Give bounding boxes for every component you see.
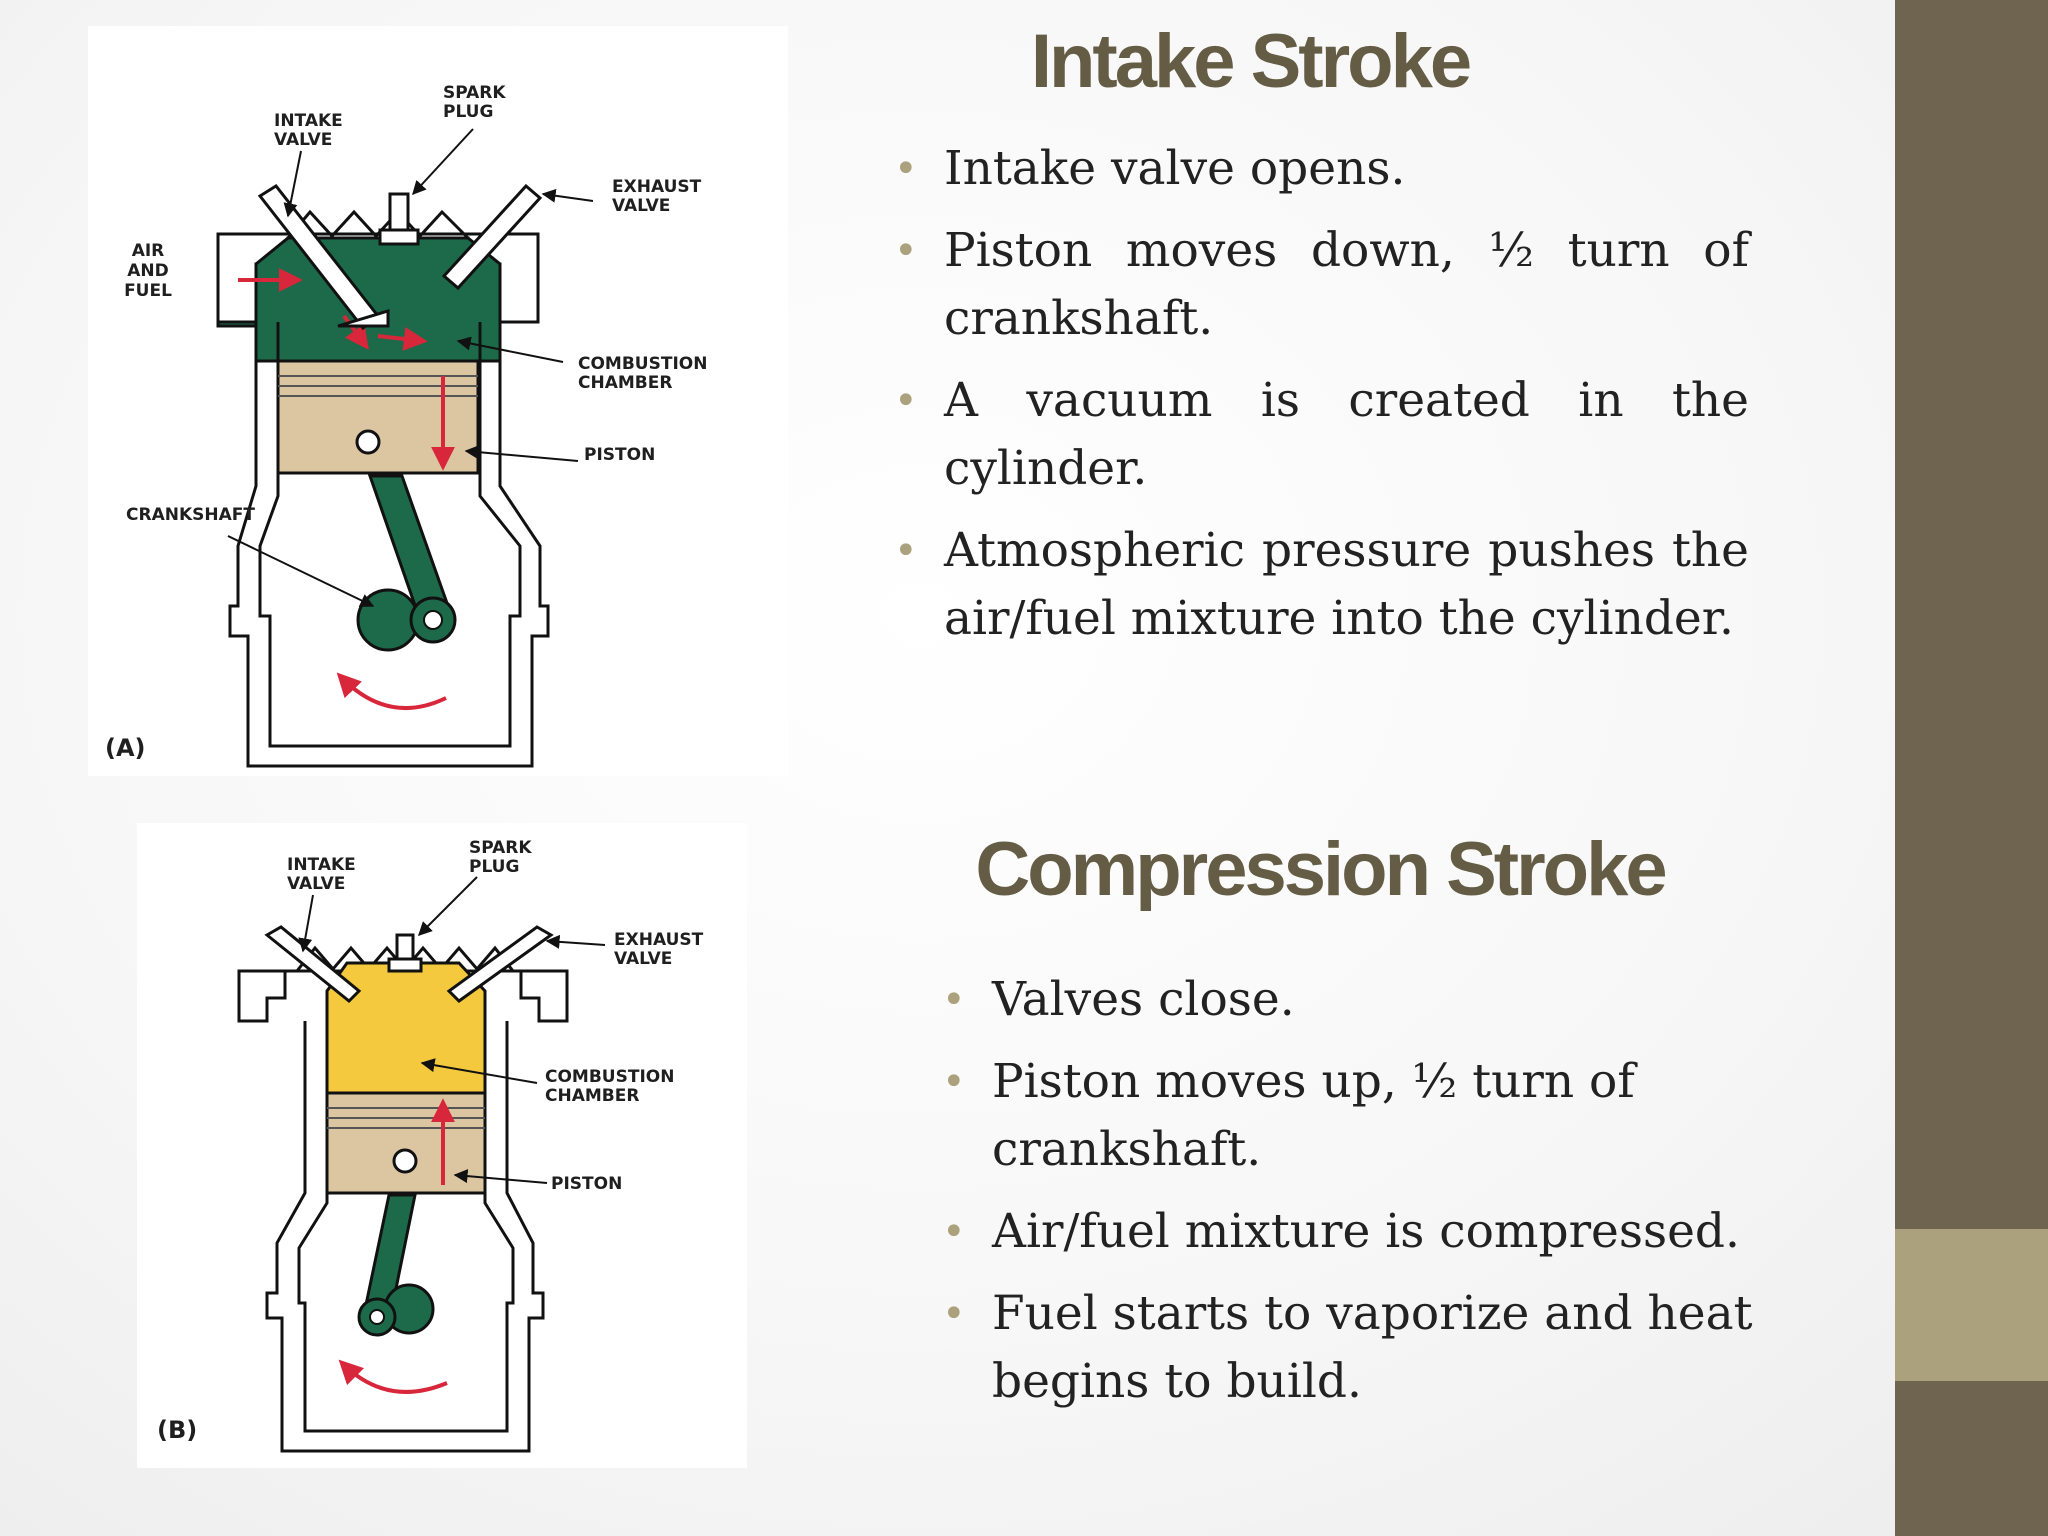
label-exhaust-valve-2: VALVE: [614, 949, 672, 969]
label-piston: PISTON: [584, 445, 655, 465]
cylinder-wall-left: [228, 322, 550, 768]
compression-bullet: Piston moves up, ½ turn of crankshaft.: [942, 1048, 1817, 1184]
label-exhaust-valve-1: EXHAUST: [612, 177, 702, 197]
label-spark-plug-1: SPARK: [443, 83, 506, 103]
intake-bullet: A vacuum is created in the cylinder.: [894, 367, 1749, 503]
sidebar-accent-block: [1895, 1229, 2048, 1381]
label-spark-plug-2: PLUG: [469, 857, 519, 877]
cylinder-wall-inner: [258, 322, 522, 748]
label-air-and-fuel-2: AND: [127, 261, 169, 281]
intake-bullet: Intake valve opens.: [894, 135, 1749, 203]
piston: [276, 359, 480, 475]
crank-rotation-arrow: [336, 672, 447, 710]
label-intake-valve-1: INTAKE: [274, 111, 343, 131]
crank-rotation-arrow: [338, 1359, 448, 1394]
intake-valve: [264, 925, 362, 1004]
label-spark-plug-2: PLUG: [443, 102, 493, 122]
label-exhaust-valve-1: EXHAUST: [614, 930, 704, 950]
cylinder-wall-outer: [265, 1021, 545, 1453]
compression-bullet: Valves close.: [942, 966, 1817, 1034]
label-exhaust-valve-2: VALVE: [612, 196, 670, 216]
crankshaft: [356, 588, 420, 652]
head-fins: [286, 209, 470, 240]
figure-tag-a: (A): [105, 734, 146, 762]
compression-stroke-diagram: INTAKE VALVE SPARK PLUG EXHAUST VALVE CO…: [137, 823, 747, 1468]
exhaust-valve: [441, 183, 543, 291]
intake-diagram-svg: INTAKE VALVE SPARK PLUG EXHAUST VALVE AI…: [105, 83, 707, 768]
compression-diagram-svg: INTAKE VALVE SPARK PLUG EXHAUST VALVE CO…: [157, 838, 704, 1453]
cylinder-head: [237, 969, 287, 1023]
label-crankshaft: CRANKSHAFT: [126, 505, 255, 525]
intake-bullet: Atmospheric pressure pushes the air/fuel…: [894, 517, 1749, 653]
spark-plug: [388, 192, 410, 234]
label-combustion-chamber-1: COMBUSTION: [545, 1067, 674, 1087]
figure-tag-b: (B): [157, 1416, 197, 1444]
label-combustion-chamber-1: COMBUSTION: [578, 354, 707, 374]
label-combustion-chamber-2: CHAMBER: [545, 1086, 639, 1106]
compression-bullet: Air/fuel mixture is compressed.: [942, 1198, 1817, 1266]
label-intake-valve-2: VALVE: [287, 874, 345, 894]
label-intake-valve-2: VALVE: [274, 130, 332, 150]
intake-stroke-diagram: INTAKE VALVE SPARK PLUG EXHAUST VALVE AI…: [88, 26, 788, 776]
intake-bullet-list: Intake valve opens. Piston moves down, ½…: [894, 135, 1749, 667]
wrist-pin: [355, 429, 381, 455]
exhaust-valve: [446, 925, 554, 1003]
label-combustion-chamber-2: CHAMBER: [578, 373, 672, 393]
wrist-pin: [392, 1148, 418, 1174]
intake-stroke-title: Intake Stroke: [1030, 19, 1472, 104]
intake-bullet: Piston moves down, ½ turn of crankshaft.: [894, 217, 1749, 353]
label-air-and-fuel-3: FUEL: [124, 281, 172, 301]
compression-bullet-list: Valves close. Piston moves up, ½ turn of…: [942, 966, 1817, 1430]
compression-bullet: Fuel starts to vaporize and heat begins …: [942, 1280, 1817, 1416]
label-intake-valve-1: INTAKE: [287, 855, 356, 875]
compression-stroke-title: Compression Stroke: [975, 827, 1667, 912]
label-air-and-fuel-1: AIR: [132, 241, 165, 261]
label-piston: PISTON: [551, 1174, 622, 1194]
cylinder-wall-inner: [297, 1021, 515, 1433]
label-spark-plug-1: SPARK: [469, 838, 532, 858]
